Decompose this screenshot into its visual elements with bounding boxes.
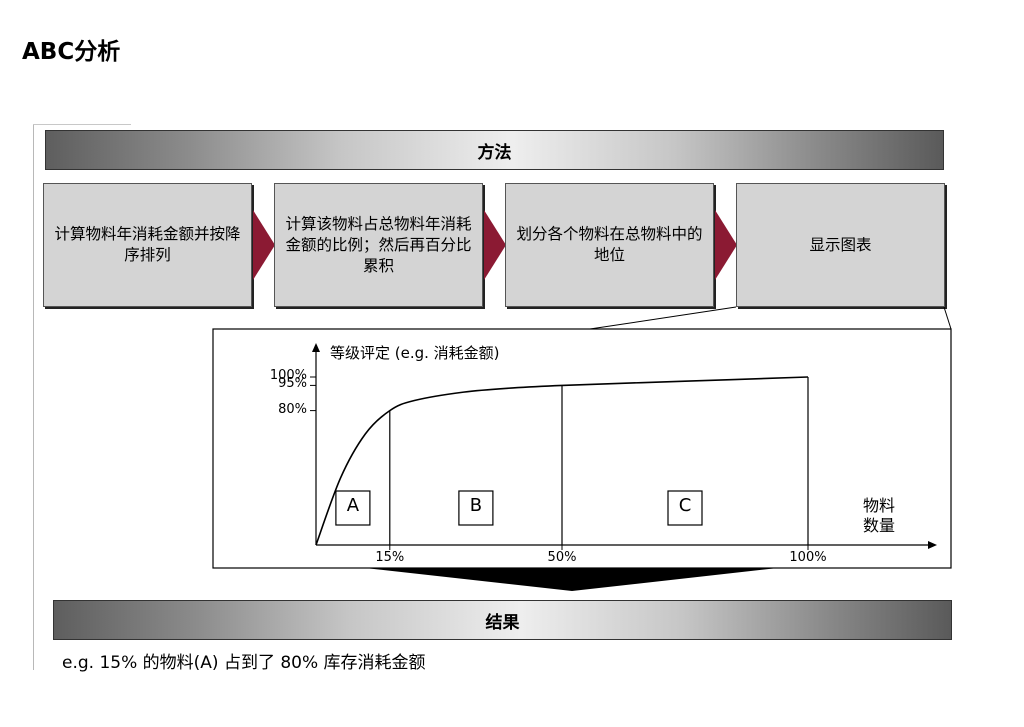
flow-arrow-down — [365, 568, 778, 591]
x-axis-arrowhead — [928, 541, 937, 549]
class-box-a — [335, 490, 371, 526]
y-tick-label-80: 80% — [278, 401, 307, 417]
step-arrow-3 — [715, 210, 737, 280]
x-axis-label-line2: 数量 — [863, 516, 896, 535]
x-tick-label-50: 50% — [547, 550, 577, 565]
step-box-2: 计算该物料占总物料年消耗金额的比例；然后再百分比累积 — [274, 183, 483, 307]
step-1-text: 计算物料年消耗金额并按降序排列 — [54, 225, 241, 264]
y-tick-label-100: 100% — [269, 368, 307, 383]
x-axis-label-line1: 物料 — [863, 496, 896, 515]
x-tick-label-100: 100% — [789, 550, 827, 565]
callout-line-right — [943, 306, 952, 330]
footer-example-text: e.g. 15% 的物料(A) 占到了 80% 库存消耗金额 — [62, 653, 426, 673]
x-tick-label-15: 15% — [375, 550, 405, 565]
method-banner-label: 方法 — [477, 142, 512, 163]
step-3-text: 划分各个物料在总物料中的地位 — [516, 225, 703, 264]
step-arrow-2 — [484, 210, 506, 280]
step-box-4: 显示图表 — [736, 183, 945, 307]
step-box-1: 计算物料年消耗金额并按降序排列 — [43, 183, 252, 307]
slide-frame-top — [33, 124, 131, 125]
result-banner-label: 结果 — [485, 612, 520, 633]
class-box-b — [458, 490, 494, 526]
slide-frame-left — [33, 124, 34, 670]
callout-line-left — [589, 306, 737, 330]
x-tick-marks — [389, 545, 809, 550]
class-label-c: C — [678, 495, 692, 516]
class-box-c — [667, 490, 703, 526]
y-tick-label-95: 95% — [278, 376, 307, 392]
step-4-text: 显示图表 — [809, 235, 872, 254]
class-boxes — [335, 490, 703, 526]
y-axis-label: 等级评定 (e.g. 消耗金额) — [330, 344, 500, 362]
step-arrow-1 — [253, 210, 275, 280]
step-box-3: 划分各个物料在总物料中的地位 — [505, 183, 714, 307]
method-banner: 方法 — [45, 130, 944, 170]
class-boundaries — [389, 377, 809, 545]
page-title: ABC分析 — [22, 39, 121, 65]
step-2-text: 计算该物料占总物料年消耗金额的比例；然后再百分比累积 — [285, 214, 472, 275]
class-label-b: B — [469, 495, 483, 516]
class-label-a: A — [346, 495, 360, 516]
y-tick-marks — [310, 376, 316, 412]
result-banner: 结果 — [53, 600, 952, 640]
cumulative-curve — [315, 376, 809, 546]
chart-panel — [212, 328, 952, 569]
y-axis-arrowhead — [312, 343, 320, 352]
